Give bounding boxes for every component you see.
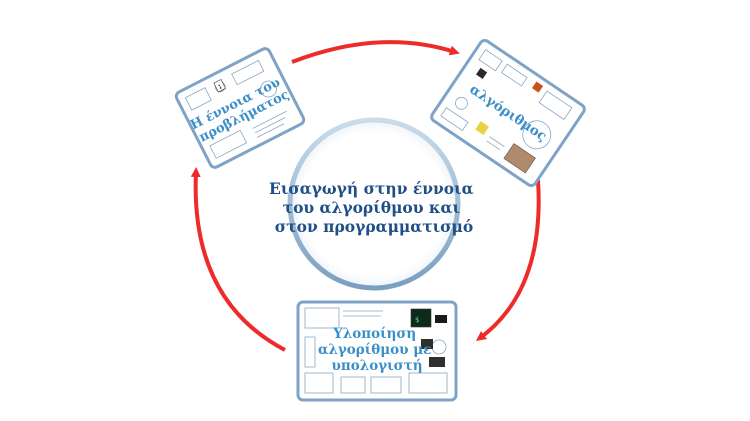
frame-algorithm-border: [430, 38, 586, 188]
arrow-implementation-to-problem: [190, 167, 286, 352]
frame-problem-border: [174, 47, 306, 169]
frame-implementation-title-line-2: αλγορίθμου με: [318, 342, 431, 358]
frame-implementation[interactable]: $ Υλοποίηση αλγορίθμου με υπολογιστή: [296, 300, 458, 402]
arrow-algorithm-to-implementation: [475, 179, 541, 341]
center-title-line-2: του αλγορίθμου και: [283, 198, 460, 217]
frame-implementation-doodles: $: [304, 307, 448, 394]
frame-implementation-title-line-3: υπολογιστή: [331, 358, 422, 374]
svg-text:Υλοποίηση αλγορίθμου με: Υλοποίηση αλγορίθμου με υπολογιστή: [318, 326, 436, 374]
frame-algorithm-doodles: [440, 49, 573, 174]
arrow-problem-to-algorithm: [291, 40, 460, 64]
frame-algorithm[interactable]: αλγόριθμος: [430, 38, 586, 188]
frame-problem-doodles: 1: [184, 59, 287, 159]
center-ring: [287, 117, 461, 291]
svg-text:$: $: [415, 316, 419, 324]
center-topic[interactable]: Εισαγωγή στην έννοια του αλγορίθμου και …: [269, 117, 479, 291]
svg-text:1: 1: [217, 83, 224, 91]
frame-implementation-title-line-1: Υλοποίηση: [332, 326, 416, 342]
center-title-line-3: στον προγραμματισμό: [275, 217, 473, 236]
center-title-line-1: Εισαγωγή στην έννοια: [269, 179, 474, 198]
svg-text:Εισαγωγή στην έννοια του: Εισαγωγή στην έννοια του αλγορίθμου και …: [269, 179, 479, 236]
frame-problem[interactable]: 1 Η έννοια του προβλήματος: [174, 47, 306, 169]
